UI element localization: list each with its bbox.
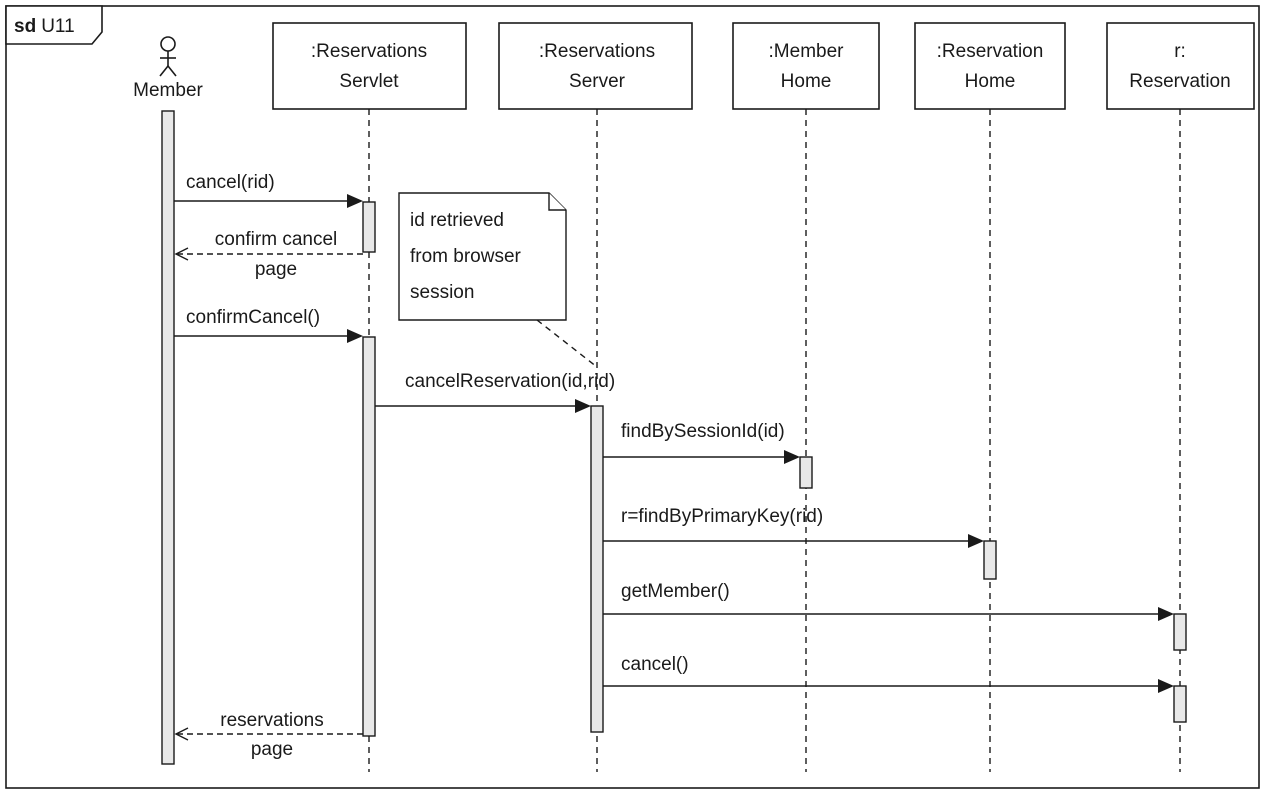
message-get-member: getMember() xyxy=(603,581,1174,621)
frame-name: U11 xyxy=(41,16,74,37)
activation-servlet-1 xyxy=(362,201,376,253)
message-label: page xyxy=(255,259,297,280)
activation-servlet-2 xyxy=(362,336,376,737)
diagram-frame xyxy=(5,5,1260,789)
lifeline-label-line1: :Reservations xyxy=(311,41,427,62)
activation-reservation-2 xyxy=(1173,685,1187,723)
lifeline-label-line1: :Reservations xyxy=(539,41,655,62)
message-find-by-session-id: findBySessionId(id) xyxy=(603,421,800,464)
lifeline-box xyxy=(272,22,467,110)
message-label: findBySessionId(id) xyxy=(621,421,785,442)
note: id retrieved from browser session xyxy=(398,192,598,368)
arrowhead-icon xyxy=(1158,607,1174,621)
actor-label: Member xyxy=(133,80,203,101)
frame-tab xyxy=(5,5,103,45)
lifeline-reservation: r: Reservation xyxy=(1106,22,1255,110)
arrowhead-icon xyxy=(575,399,591,413)
activation-reservation-1 xyxy=(1173,613,1187,651)
open-arrowhead-icon xyxy=(174,247,189,261)
message-label: page xyxy=(251,739,293,760)
note-anchor xyxy=(536,319,598,368)
activation-member xyxy=(161,110,175,765)
message-reservations-page: reservations page xyxy=(174,710,363,760)
actor-member: Member xyxy=(133,36,204,101)
activation-memberhome xyxy=(799,456,813,489)
note-fold xyxy=(548,193,566,211)
open-arrowhead-icon xyxy=(174,727,189,741)
arrowhead-icon xyxy=(1158,679,1174,693)
lifeline-server: :Reservations Server xyxy=(498,22,693,110)
lifeline-box xyxy=(914,22,1066,110)
lifeline-label-line2: Server xyxy=(569,71,626,92)
message-label: reservations xyxy=(220,710,324,731)
lifeline-label-line1: :Reservation xyxy=(937,41,1044,62)
message-cancel-rid: cancel(rid) xyxy=(174,172,363,208)
note-box xyxy=(398,192,567,321)
lifeline-box xyxy=(498,22,693,110)
lifeline-label-line1: r: xyxy=(1174,41,1186,62)
lifeline-box xyxy=(732,22,880,110)
lifeline-label-line2: Home xyxy=(781,71,832,92)
lifeline-memberhome: :Member Home xyxy=(732,22,880,110)
message-cancel-reservation: cancelReservation(id,rid) xyxy=(375,371,615,413)
lifeline-servlet: :Reservations Servlet xyxy=(272,22,467,110)
note-line: from browser xyxy=(410,246,522,267)
lifeline-label-line2: Home xyxy=(965,71,1016,92)
lifeline-reshome: :Reservation Home xyxy=(914,22,1066,110)
message-label: cancel(rid) xyxy=(186,172,275,193)
arrowhead-icon xyxy=(784,450,800,464)
activation-server xyxy=(590,405,604,733)
note-line: session xyxy=(410,282,474,303)
message-label: cancel() xyxy=(621,654,689,675)
lifeline-box xyxy=(1106,22,1255,110)
lifeline-label-line1: :Member xyxy=(769,41,845,62)
arrowhead-icon xyxy=(347,194,363,208)
note-line: id retrieved xyxy=(410,210,504,231)
arrowhead-icon xyxy=(347,329,363,343)
message-label: getMember() xyxy=(621,581,730,602)
stick-figure-icon xyxy=(159,36,177,77)
message-confirm-cancel: confirmCancel() xyxy=(174,307,363,343)
message-label: r=findByPrimaryKey(rid) xyxy=(621,506,823,527)
message-confirm-cancel-page: confirm cancel page xyxy=(174,229,363,280)
message-find-by-primary-key: r=findByPrimaryKey(rid) xyxy=(603,506,984,548)
message-label: confirmCancel() xyxy=(186,307,320,328)
message-cancel: cancel() xyxy=(603,654,1174,693)
activation-reshome xyxy=(983,540,997,580)
message-label: confirm cancel xyxy=(215,229,338,250)
frame-keyword: sd xyxy=(14,16,36,37)
arrowhead-icon xyxy=(968,534,984,548)
lifeline-label-line2: Reservation xyxy=(1129,71,1230,92)
message-label: cancelReservation(id,rid) xyxy=(405,371,615,392)
lifeline-label-line2: Servlet xyxy=(339,71,399,92)
